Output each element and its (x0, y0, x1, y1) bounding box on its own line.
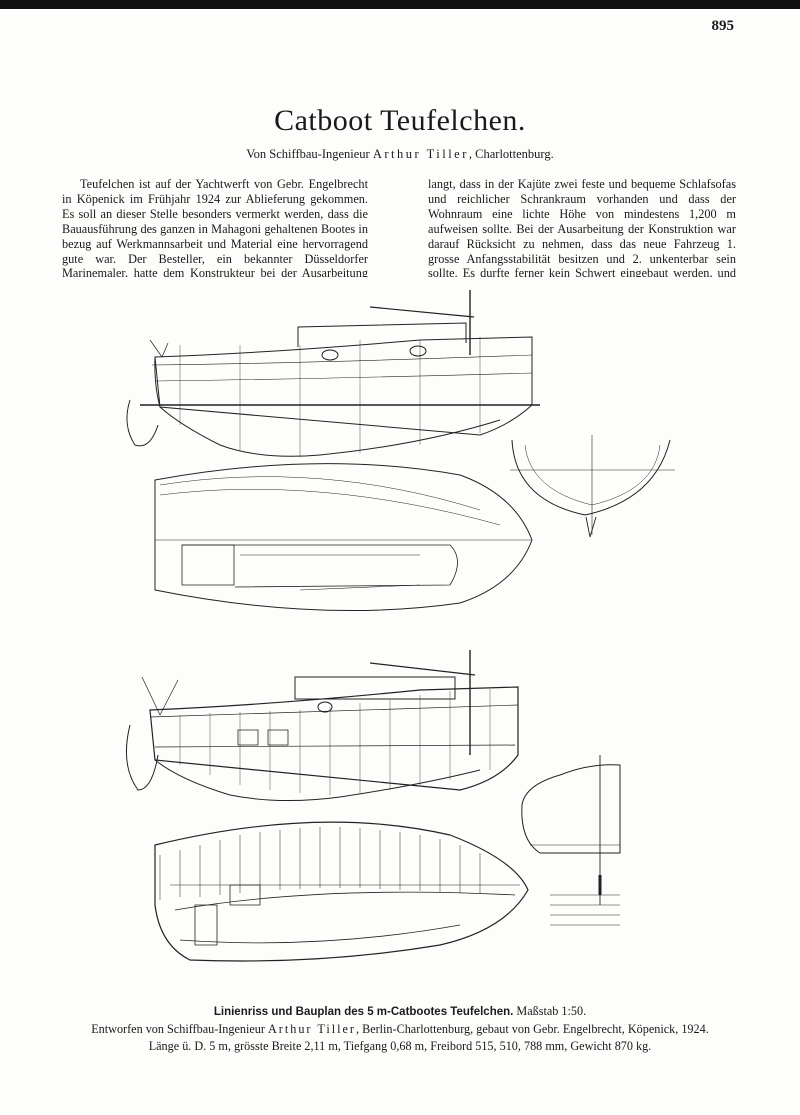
caption-designer-name: Arthur Tiller (268, 1022, 356, 1036)
body-plan (510, 435, 675, 537)
construction-deck-plan (155, 822, 528, 961)
body-column-left: Teufelchen ist auf der Yachtwerft von Ge… (62, 177, 368, 277)
caption-line-2: Entworfen von Schiffbau-Ingenieur Arthur… (40, 1021, 760, 1038)
caption-line-3: Länge ü. D. 5 m, grösste Breite 2,11 m, … (148, 1039, 652, 1053)
caption-line-1: Linienriss und Bauplan des 5 m-Catbootes… (40, 1003, 760, 1021)
midship-section (522, 755, 620, 925)
half-breadth-plan (155, 464, 532, 611)
top-border (0, 0, 800, 9)
byline-prefix: Von Schiffbau-Ingenieur (246, 147, 370, 161)
byline-author: Arthur Tiller (372, 147, 469, 161)
article-title: Catboot Teufelchen. (274, 104, 526, 137)
boat-plans-figure (120, 285, 690, 995)
figure-caption: Linienriss und Bauplan des 5 m-Catbootes… (40, 1003, 760, 1055)
construction-profile (126, 650, 518, 801)
byline-suffix: , Charlottenburg. (468, 147, 554, 161)
article-byline: Von Schiffbau-Ingenieur Arthur Tiller, C… (0, 147, 800, 162)
caption-title: Linienriss und Bauplan des 5 m-Catbootes… (213, 1006, 514, 1018)
body-column-right: langt, dass in der Kajüte zwei feste und… (428, 177, 736, 277)
caption-builder: , Berlin-Charlottenburg, gebaut von Gebr… (355, 1022, 709, 1036)
page-number: 895 (711, 18, 735, 34)
lines-profile (127, 290, 540, 457)
caption-designer-prefix: Entworfen von Schiffbau-Ingenieur (91, 1022, 265, 1036)
caption-scale: Maßstab 1:50. (516, 1004, 587, 1018)
